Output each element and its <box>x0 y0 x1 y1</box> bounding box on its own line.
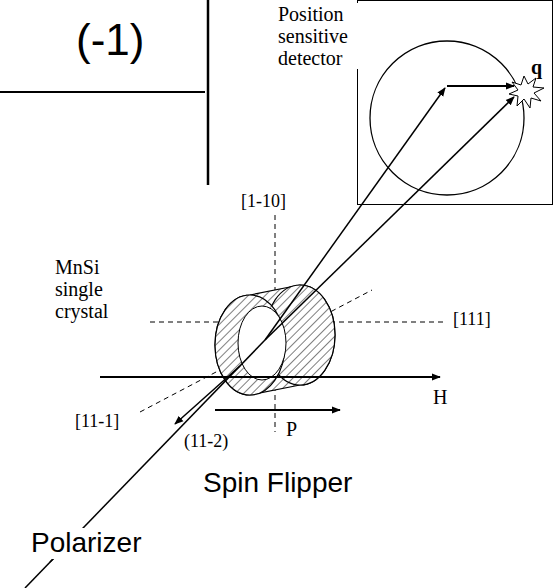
transmitted-beam <box>265 88 445 340</box>
component-label: Spin Flipper <box>202 468 353 499</box>
sample-label: MnSi single crystal <box>54 256 134 322</box>
detector-box: Position sensitive detector <box>357 0 553 205</box>
axis-arrow <box>175 366 240 424</box>
table-rule <box>207 0 210 185</box>
crystal-direction: [1-10] <box>240 192 287 212</box>
crystal-cylinder <box>215 285 335 395</box>
crystal-direction: [11-1] <box>74 412 120 432</box>
axis-line <box>140 290 372 412</box>
scattered-beam <box>265 97 514 340</box>
polarization-arrow <box>215 409 340 411</box>
detection-starburst <box>509 76 544 108</box>
node-heading: Position sensitive detector <box>278 3 358 69</box>
field-label: H <box>432 386 448 408</box>
crystal-direction: [111] <box>452 310 492 330</box>
detector-circle <box>370 41 524 195</box>
table-rule <box>0 91 205 93</box>
crystal-direction: (11-2) <box>183 432 229 452</box>
q-vector <box>447 85 514 87</box>
field-arrow <box>100 376 440 378</box>
table-index: (-1) <box>75 16 145 64</box>
component-label: Polarizer <box>30 528 142 559</box>
polarization-label: P <box>285 418 298 440</box>
vector-label: q <box>530 56 543 78</box>
